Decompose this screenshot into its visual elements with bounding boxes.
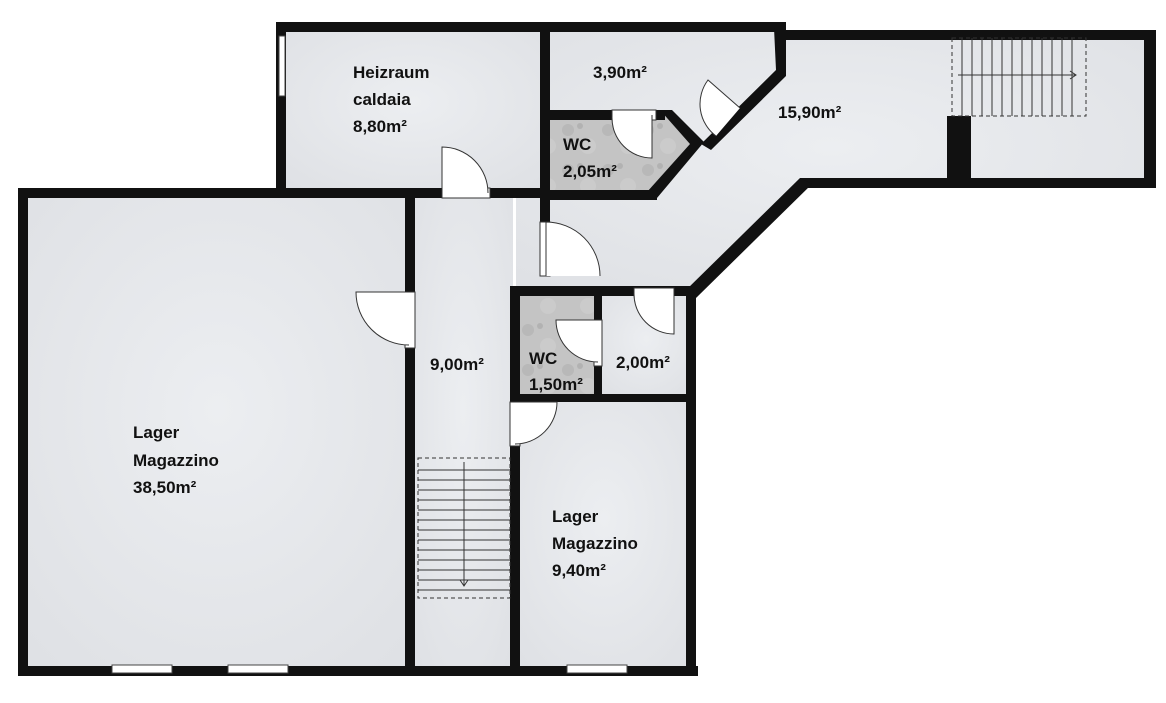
label-lager-small-line1: Lager xyxy=(552,507,599,526)
floor-lager-small xyxy=(516,395,692,669)
label-lager-big-area: 38,50m² xyxy=(133,478,197,497)
label-small-mid-area: 2,00m² xyxy=(616,353,670,372)
label-lager-big-line1: Lager xyxy=(133,423,180,442)
room-labels: Heizraum caldaia 8,80m² 3,90m² 15,90m² W… xyxy=(133,63,842,580)
window-lager-1 xyxy=(111,664,173,674)
label-wc-top: WC xyxy=(563,135,591,154)
window-lager-small xyxy=(566,664,628,674)
staircase-corridor xyxy=(417,457,511,599)
staircase-top xyxy=(951,37,1087,117)
window-lager-2 xyxy=(227,664,289,674)
floor-corridor xyxy=(413,197,513,669)
label-corridor-area: 9,00m² xyxy=(430,355,484,374)
doors xyxy=(355,79,741,447)
floor-lager-big xyxy=(26,197,410,669)
label-lager-small-line2: Magazzino xyxy=(552,534,638,553)
label-wc-mid: WC xyxy=(529,349,557,368)
window-heizraum xyxy=(278,35,286,97)
label-small-top-area: 3,90m² xyxy=(593,63,647,82)
floor-hall-top xyxy=(516,30,1146,290)
floor-wc-top xyxy=(545,116,700,192)
label-wc-top-area: 2,05m² xyxy=(563,162,617,181)
label-hall-top-area: 15,90m² xyxy=(778,103,842,122)
label-lager-small-area: 9,40m² xyxy=(552,561,606,580)
label-wc-mid-area: 1,50m² xyxy=(529,375,583,394)
label-heizraum-line2: caldaia xyxy=(353,90,411,109)
floor-heizraum xyxy=(282,30,542,190)
label-heizraum-area: 8,80m² xyxy=(353,117,407,136)
floor-areas xyxy=(26,30,1146,669)
windows xyxy=(111,35,628,674)
label-lager-big-line2: Magazzino xyxy=(133,451,219,470)
walls xyxy=(18,22,1156,676)
label-heizraum-line1: Heizraum xyxy=(353,63,430,82)
